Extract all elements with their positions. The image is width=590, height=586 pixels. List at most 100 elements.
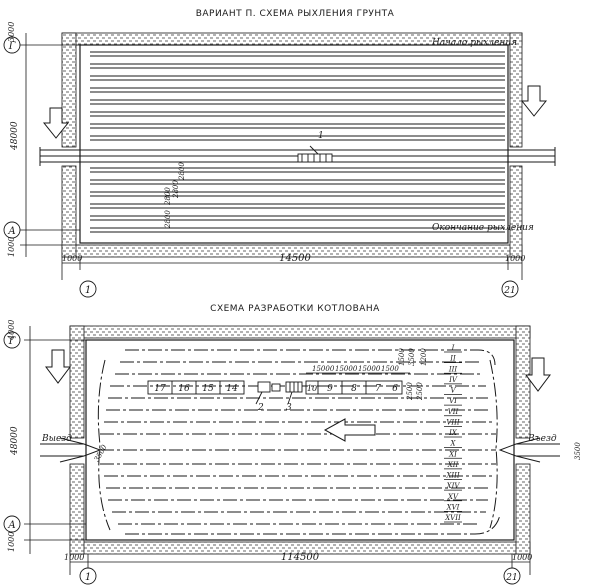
svg-text:21: 21	[503, 286, 515, 296]
lane-number: XI	[448, 450, 457, 458]
segment-7: 7	[375, 384, 381, 394]
svg-text:А: А	[7, 226, 16, 237]
bottom-axis-a: А	[3, 515, 21, 533]
dim-top-4: 1500	[398, 348, 406, 366]
lane-number: II	[449, 355, 456, 363]
bottom-dim-bottom-left: 1000	[64, 553, 84, 562]
bottom-dim-bottom-total: 114500	[281, 552, 320, 563]
top-ripping-passes	[90, 51, 505, 233]
bottom-dim-left-top: 4000	[7, 320, 16, 341]
lane-number: XII	[447, 461, 459, 469]
svg-text:Г: Г	[8, 41, 16, 52]
bottom-pit-outline	[85, 339, 515, 541]
lane-number: IV	[448, 376, 458, 384]
lane-number: VIII	[446, 418, 460, 426]
top-label-start: Начало рыхления	[431, 38, 517, 48]
top-dim-bottom-right: 1000	[505, 254, 525, 263]
top-dim-strip-a: 2800	[164, 210, 172, 229]
top-hatched-walls	[61, 32, 523, 258]
segment-14: 14	[226, 384, 238, 394]
top-left-dimension	[20, 33, 80, 257]
dim-top-5: 3500	[408, 348, 416, 366]
segment-10: 10	[307, 384, 317, 393]
top-entry-arrow-right	[520, 85, 548, 117]
top-axis-21: 21	[501, 280, 519, 298]
bottom-entry-ramp-right	[498, 437, 560, 463]
svg-text:1: 1	[85, 285, 91, 296]
segment-17: 17	[154, 384, 166, 394]
bottom-axis-g: Г	[3, 331, 21, 349]
bottom-scheme-title: СХЕМА РАЗРАБОТКИ КОТЛОВАНА	[210, 304, 380, 314]
lane-number: XVII	[444, 514, 461, 522]
top-axis-a: А	[3, 221, 21, 239]
dim-top-0: 15000	[312, 365, 335, 373]
top-dim-strip-c: 2800	[172, 180, 180, 199]
top-axis-g: Г	[3, 36, 21, 54]
top-pit-outline	[79, 44, 509, 244]
bottom-scheme: СХЕМА РАЗРАБОТКИ КОТЛОВАНА	[3, 304, 582, 585]
bottom-callout-2: 2	[257, 403, 264, 413]
segment-8: 8	[351, 384, 357, 394]
svg-text:1: 1	[85, 572, 91, 583]
top-label-end: Окончание рыхления	[432, 223, 534, 233]
bottom-top-dimensions: 15000 15000 15000 1500 1500 3500	[306, 348, 416, 374]
svg-text:А: А	[7, 520, 16, 531]
top-ripper-machine	[297, 145, 333, 163]
top-dim-bottom-total: 14500	[279, 253, 311, 264]
segment-15: 15	[202, 384, 214, 394]
lane-number: XV	[447, 493, 459, 501]
bottom-dim-left-bottom: 1000	[7, 532, 16, 552]
bottom-excavator	[255, 381, 281, 405]
top-axis-1: 1	[79, 280, 97, 298]
dim-vertical-c: 1200	[420, 348, 428, 366]
lane-number: XIV	[446, 482, 461, 490]
dim-vertical-a: 2500	[406, 382, 414, 401]
lane-number: VI	[449, 397, 457, 405]
segment-16: 16	[178, 384, 190, 394]
dim-top-1: 15000	[335, 365, 358, 373]
bottom-hatched-walls	[69, 325, 531, 555]
lane-number: V	[450, 387, 456, 395]
bottom-dim-exit-right: 3500	[574, 442, 582, 460]
bottom-label-exit: Выезд	[41, 434, 72, 444]
bottom-segment-strip: 17 16 15 14 10 9 8 7 6	[147, 380, 403, 395]
segment-9: 9	[327, 384, 333, 394]
top-callout-1: 1	[318, 131, 324, 141]
bottom-dim-bottom-right: 1000	[512, 553, 532, 562]
bottom-lane-numbers: IIIIIIIVVVIVIIVIIIIXXXIXIIXIIIXIVXVXVIXV…	[444, 344, 462, 523]
bottom-dump-truck	[285, 381, 303, 405]
dim-vertical-b: 2500	[416, 382, 424, 401]
svg-text:Г: Г	[8, 336, 16, 347]
lane-number: XIII	[445, 472, 460, 480]
top-scheme: ВАРИАНТ П. СХЕМА РЫХЛЕНИЯ ГРУНТА	[3, 9, 556, 298]
top-access-road	[39, 147, 556, 166]
top-bottom-dimension	[61, 257, 523, 280]
bottom-axis-21: 21	[503, 567, 521, 585]
svg-text:21: 21	[505, 573, 517, 583]
bottom-arrow-left	[45, 349, 71, 384]
bottom-label-entry: Въезд	[527, 434, 557, 444]
bottom-dim-exit-left: 3500	[93, 443, 109, 463]
top-dim-strip-b: 2800	[164, 187, 172, 206]
bottom-axis-1: 1	[79, 567, 97, 585]
bottom-left-dimension	[24, 326, 86, 554]
bottom-callout-3: 3	[286, 403, 292, 413]
lane-number: IX	[448, 429, 458, 437]
segment-6: 6	[392, 384, 398, 394]
top-dim-left-top: 3000	[7, 22, 16, 42]
top-dim-bottom-left: 1000	[62, 254, 82, 263]
bottom-excavation-passes	[97, 349, 501, 535]
lane-number: VII	[448, 408, 459, 416]
lane-number: XVI	[446, 503, 460, 511]
dim-top-2: 15000	[358, 365, 381, 373]
bottom-dim-left-total: 48000	[10, 426, 20, 456]
bottom-bottom-dimension	[69, 554, 531, 575]
lane-number: X	[450, 440, 457, 448]
dim-top-3: 1500	[381, 365, 399, 373]
bottom-arrow-right	[525, 357, 551, 392]
bottom-direction-arrow	[323, 418, 376, 442]
lane-number: I	[451, 344, 455, 352]
top-dim-left-bottom: 1000	[7, 237, 16, 257]
bottom-exit-ramp-left	[40, 437, 102, 463]
